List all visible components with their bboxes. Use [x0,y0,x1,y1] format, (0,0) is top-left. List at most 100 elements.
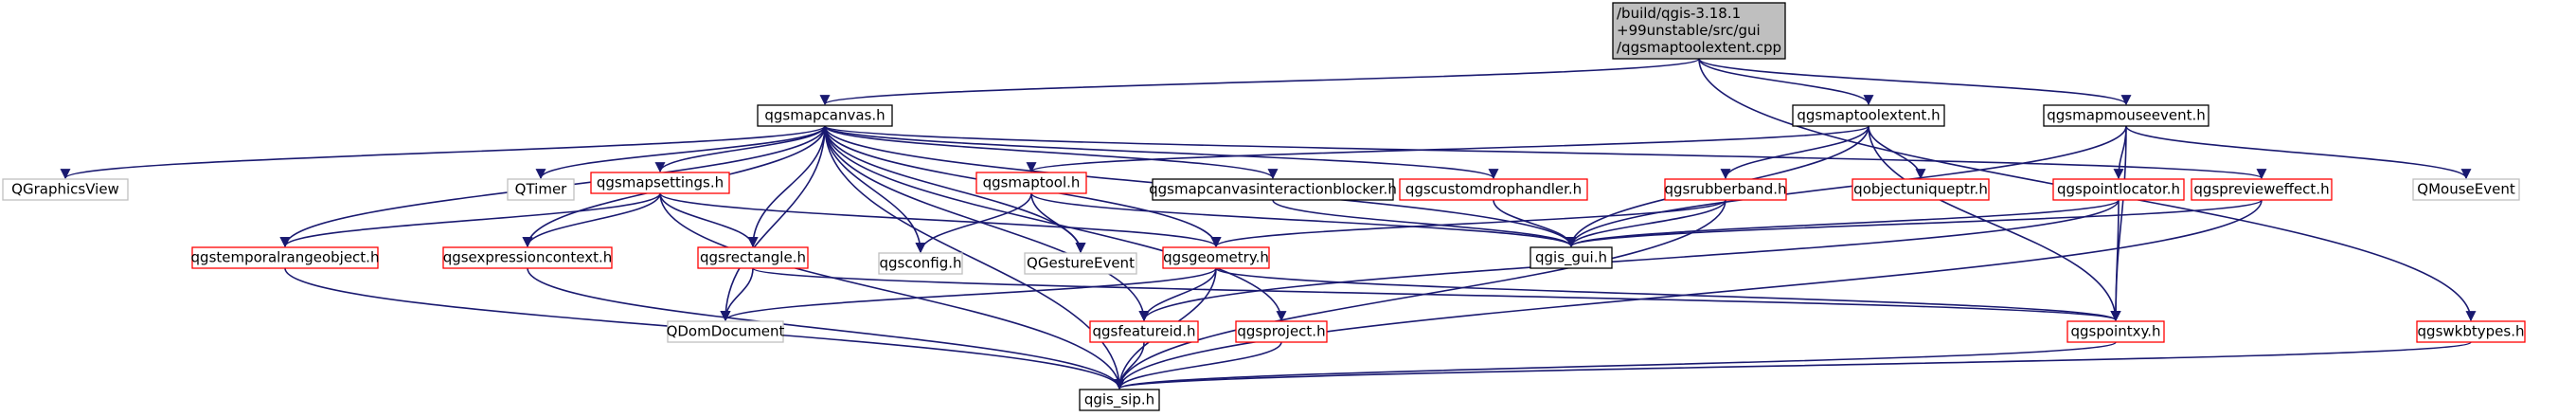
node-label-qgsprevieweffect: qgsprevieweffect.h [2193,181,2329,198]
node-label-qdomdocument: QDomDocument [667,323,785,340]
edge-qgsgeometry-to-qdomdocument [720,267,1217,322]
edge-qgsmapcanvas-to-qtimer [535,125,826,180]
node-qgis_sip[interactable]: qgis_sip.h [1079,389,1160,411]
node-box-qgswkbtypes [2416,320,2526,343]
node-label-qgis_sip: qgis_sip.h [1084,391,1154,409]
node-label-qgsconfig: qgsconfig.h [879,255,961,272]
node-qmouseevent: QMouseEvent [2412,178,2520,201]
node-qgsprevieweffect[interactable]: qgsprevieweffect.h [2191,178,2333,201]
node-box-qgsfeatureid [1089,320,1199,343]
node-label-qgsmaptoolextent: qgsmaptoolextent.h [1797,107,1940,124]
edge-root-to-qgsmaptoolextent [1698,58,1874,106]
node-box-qobjectuniqueptr [1852,178,1990,201]
node-box-qgsgeometry [1162,246,1270,269]
edge-qgsgeometry-to-qgspointxy [1215,267,2121,322]
node-qgsmaptoolextent[interactable]: qgsmaptoolextent.h [1792,104,1945,127]
edge-qgsmapsettings-to-qgsrectangle [659,192,759,248]
node-qdomdocument: QDomDocument [667,320,785,343]
edge-qgsgeometry-to-qgsfeatureid [1138,267,1217,322]
node-root: /build/qgis-3.18.1+99unstable/src/gui/qg… [1612,2,1786,60]
node-box-qgstemporalrangeobject [191,246,379,269]
edge-qgsmapsettings-to-qgis_sip [659,192,1125,390]
node-qgsproject[interactable]: qgsproject.h [1235,320,1328,343]
edge-qgsmapsettings-to-qgstemporalrangeobject [279,192,661,248]
edge-qgsmapcanvas-to-qgsconfig [824,125,926,254]
node-box-qgestureevent [1024,252,1137,275]
node-label-qgsmapcanvas: qgsmapcanvas.h [764,107,885,124]
node-label-root: +99unstable/src/gui [1617,22,1761,39]
node-box-qgspointlocator [2052,178,2185,201]
node-qgswkbtypes[interactable]: qgswkbtypes.h [2416,320,2526,343]
node-label-qgswkbtypes: qgswkbtypes.h [2418,323,2525,340]
node-qgscustomdrophandler[interactable]: qgscustomdrophandler.h [1399,178,1588,201]
node-box-qgsmapcanvasinteractionblocker [1152,178,1394,201]
node-qgsmapcanvas[interactable]: qgsmapcanvas.h [757,104,893,127]
edge-qgspointlocator-to-qgis_gui [1565,199,2120,248]
node-label-qgstemporalrangeobject: qgstemporalrangeobject.h [191,249,380,266]
edge-qgsmaptoolextent-to-qgsrubberband [1720,125,1869,180]
edge-qgspointlocator-to-qgspointxy [2110,199,2121,322]
edge-qgsmaptoolextent-to-qgspointxy [1868,125,2121,322]
edge-qgsmapcanvasinteractionblocker-to-qgis_gui [1272,199,1577,248]
node-qgis_gui[interactable]: qgis_gui.h [1530,246,1613,269]
node-qgsexpressioncontext[interactable]: qgsexpressioncontext.h [442,246,613,269]
node-qgsgeometry[interactable]: qgsgeometry.h [1162,246,1270,269]
node-label-qgsfeatureid: qgsfeatureid.h [1093,323,1196,340]
edge-qgspointlocator-to-qgsfeatureid [1138,199,2120,322]
edge-root-to-qgsmapmouseevent [1698,58,2132,106]
edge-qgsmaptool-to-qgis_gui [1030,192,1577,248]
node-box-qgsexpressioncontext [442,246,613,269]
node-box-qgscustomdrophandler [1399,178,1588,201]
edge-qgsmapcanvas-to-qgsprevieweffect [824,125,2266,180]
node-qgsrubberband[interactable]: qgsrubberband.h [1664,178,1787,201]
node-label-qgsgeometry: qgsgeometry.h [1163,249,1269,266]
node-qgsmapsettings[interactable]: qgsmapsettings.h [590,172,730,194]
node-box-qgspointxy [2066,320,2165,343]
node-label-qtimer: QTimer [515,181,568,198]
node-qobjectuniqueptr[interactable]: qobjectuniqueptr.h [1852,178,1990,201]
node-label-qgscustomdrophandler: qgscustomdrophandler.h [1405,181,1582,198]
node-qgstemporalrangeobject[interactable]: qgstemporalrangeobject.h [191,246,380,269]
edge-qgsmapmouseevent-to-qgis_gui [1565,125,2127,248]
node-label-qobjectuniqueptr: qobjectuniqueptr.h [1853,181,1988,198]
node-box-qgsmaptool [975,172,1087,194]
node-label-qgsproject: qgsproject.h [1237,323,1325,340]
node-qgestureevent: QGestureEvent [1024,252,1137,275]
node-label-qgspointxy: qgspointxy.h [2070,323,2160,340]
edge-qgsmapcanvas-to-qgsmapsettings [654,125,826,173]
node-box-qgsrubberband [1664,178,1787,201]
node-label-qgspointlocator: qgspointlocator.h [2057,181,2180,198]
node-box-qgsmapmouseevent [2043,104,2209,127]
edge-qgsrectangle-to-qgspointxy [752,267,2120,322]
node-qgsfeatureid[interactable]: qgsfeatureid.h [1089,320,1199,343]
node-box-qgsmapsettings [590,172,730,194]
edge-qgsmaptoolextent-to-qgsmaptool [1026,125,1869,173]
node-label-qgsexpressioncontext: qgsexpressioncontext.h [443,249,613,266]
edge-qgsmapcanvas-to-qgraphicsview [60,125,826,180]
edge-qgsprevieweffect-to-qgis_sip [1114,199,2263,390]
node-box-qgsconfig [878,252,963,275]
node-qgsmapcanvasinteractionblocker[interactable]: qgsmapcanvasinteractionblocker.h [1149,178,1397,201]
node-label-qmouseevent: QMouseEvent [2417,181,2515,198]
edge-qgsmaptoolextent-to-qobjectuniqueptr [1868,125,1926,180]
node-qgsconfig: qgsconfig.h [878,252,963,275]
node-qgspointlocator[interactable]: qgspointlocator.h [2052,178,2185,201]
edge-qgsmapcanvas-to-qgsrectangle [747,125,826,248]
node-qgspointxy[interactable]: qgspointxy.h [2066,320,2165,343]
node-label-qgis_gui: qgis_gui.h [1535,249,1607,267]
edge-qgsmapsettings-to-qgsgeometry [659,192,1222,248]
node-box-qgsprevieweffect [2191,178,2333,201]
node-qgsmapmouseevent[interactable]: qgsmapmouseevent.h [2043,104,2209,127]
edge-qgsproject-to-qgis_sip [1114,341,1282,390]
node-box-qgraphicsview [2,178,129,201]
node-qgsrectangle[interactable]: qgsrectangle.h [697,246,809,269]
node-label-qgsmapsettings: qgsmapsettings.h [597,174,724,191]
edge-qgsmapcanvas-to-qgis_sip [824,125,1125,390]
nodes-layer: /build/qgis-3.18.1+99unstable/src/gui/qg… [2,2,2526,411]
node-box-qdomdocument [667,320,784,343]
node-label-qgsmapmouseevent: qgsmapmouseevent.h [2047,107,2206,124]
edge-qgsexpressioncontext-to-qgis_sip [527,267,1125,390]
node-box-qgis_sip [1079,389,1160,411]
node-qgsmaptool[interactable]: qgsmaptool.h [975,172,1087,194]
